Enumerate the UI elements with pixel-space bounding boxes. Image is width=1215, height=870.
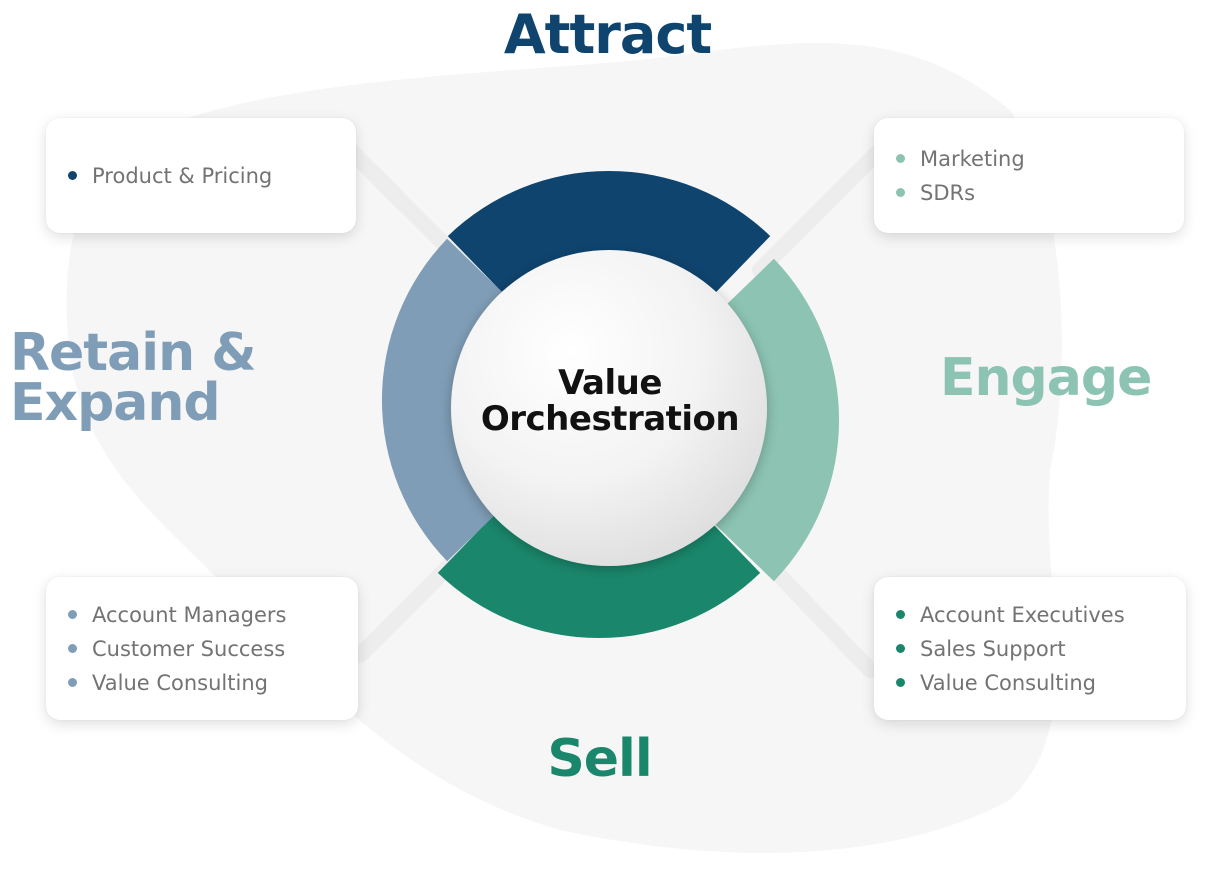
- stage-label-retain-line2: Expand: [10, 373, 221, 433]
- bullet-dot-icon: [68, 678, 77, 687]
- stage-label-engage: Engage: [940, 348, 1152, 408]
- stage-label-retain-line1: Retain &: [10, 323, 257, 383]
- card-list-item: Sales Support: [896, 632, 1168, 666]
- card-list-item-label: Value Consulting: [920, 670, 1096, 695]
- arc-attract: [447, 170, 771, 296]
- card-list-item-label: Value Consulting: [92, 670, 268, 695]
- card-list-item-label: Marketing: [920, 146, 1025, 171]
- stage-label-attract: Attract: [0, 8, 1215, 62]
- bullet-dot-icon: [896, 644, 905, 653]
- stage-label-retain-expand: Retain & Expand: [10, 323, 257, 433]
- bullet-dot-icon: [896, 610, 905, 619]
- card-product-pricing: Product & Pricing: [46, 118, 356, 233]
- card-list-item-label: Product & Pricing: [92, 163, 273, 188]
- bullet-dot-icon: [896, 678, 905, 687]
- stage-label-sell: Sell: [0, 733, 1215, 785]
- center-label-line1: Value: [558, 363, 662, 403]
- center-label-line2: Orchestration: [480, 399, 740, 439]
- bullet-dot-icon: [68, 644, 77, 653]
- card-list-item-label: Account Managers: [92, 602, 287, 627]
- card-list-item-label: Account Executives: [920, 602, 1125, 627]
- stage-label-attract-text: Attract: [503, 3, 712, 66]
- card-list-item: Account Managers: [68, 598, 340, 632]
- bullet-dot-icon: [896, 188, 905, 197]
- card-list-item-label: Sales Support: [920, 636, 1066, 661]
- bullet-dot-icon: [68, 171, 77, 180]
- card-list-item: SDRs: [896, 176, 1166, 210]
- connector-line-marketing: [752, 142, 888, 278]
- card-list-item-label: Customer Success: [92, 636, 286, 661]
- center-label: Value Orchestration: [455, 365, 765, 437]
- card-list-item: Value Consulting: [896, 666, 1168, 700]
- card-list-item: Customer Success: [68, 632, 340, 666]
- card-list-item: Account Executives: [896, 598, 1168, 632]
- center-circle: [451, 250, 767, 566]
- card-list-item: Value Consulting: [68, 666, 340, 700]
- card-list-item: Product & Pricing: [68, 159, 338, 193]
- card-list-item-label: SDRs: [920, 180, 976, 205]
- card-list-item: Marketing: [896, 142, 1166, 176]
- bullet-dot-icon: [68, 610, 77, 619]
- stage-label-sell-text: Sell: [547, 729, 652, 789]
- bullet-dot-icon: [896, 154, 905, 163]
